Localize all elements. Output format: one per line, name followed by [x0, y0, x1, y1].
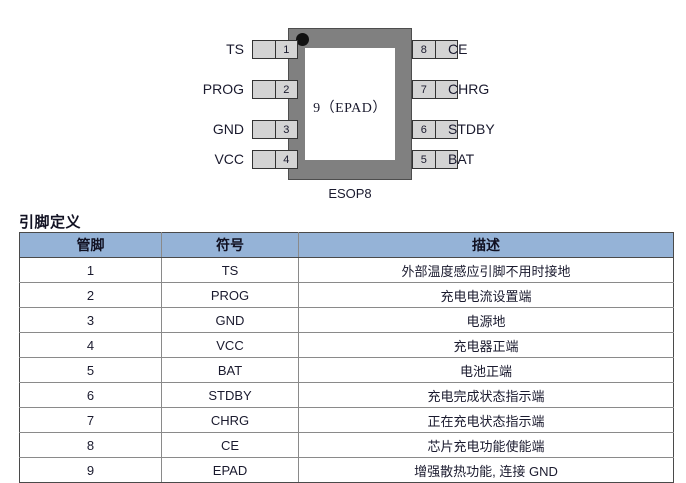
pin-4-number: 4: [274, 151, 297, 168]
column-header-symbol: 符号: [161, 232, 299, 258]
pin-5-number: 5: [413, 151, 436, 168]
cell-pin: 5: [19, 357, 162, 383]
cell-description: 充电完成状态指示端: [298, 382, 674, 408]
cell-pin: 2: [19, 282, 162, 308]
cell-symbol: TS: [161, 257, 299, 283]
table-header-row: 管脚 符号 描述: [19, 232, 674, 258]
pin-1: 1: [252, 40, 298, 59]
pin-2-number: 2: [274, 81, 297, 98]
pin-label-ts: TS: [226, 41, 244, 57]
cell-description: 电源地: [298, 307, 674, 333]
cell-pin: 1: [19, 257, 162, 283]
cell-symbol: EPAD: [161, 457, 299, 483]
pin-2-lead: [253, 81, 275, 98]
pin-label-chrg: CHRG: [448, 81, 490, 97]
pin-2: 2: [252, 80, 298, 99]
pin-6-lead: [435, 121, 457, 138]
pin-3-number: 3: [274, 121, 297, 138]
cell-description: 增强散热功能, 连接 GND: [298, 457, 674, 483]
cell-symbol: STDBY: [161, 382, 299, 408]
pin-8-lead: [435, 41, 457, 58]
pin-4-lead: [253, 151, 275, 168]
cell-description: 外部温度感应引脚不用时接地: [298, 257, 674, 283]
pin-3-lead: [253, 121, 275, 138]
section-heading: 引脚定义: [19, 214, 82, 231]
cell-symbol: PROG: [161, 282, 299, 308]
cell-pin: 9: [19, 457, 162, 483]
epad-label: 9（EPAD）: [313, 101, 387, 116]
cell-description: 充电电流设置端: [298, 282, 674, 308]
pin-label-bat: BAT: [448, 151, 475, 167]
pin-5-lead: [435, 151, 457, 168]
cell-pin: 8: [19, 432, 162, 458]
package-diagram: 9（EPAD） TS PROG GND VCC 1 2 3 4 8 7 6 5 …: [0, 0, 686, 210]
cell-pin: 4: [19, 332, 162, 358]
pin-1-lead: [253, 41, 275, 58]
package-name-label: ESOP8: [328, 186, 372, 201]
pin-1-number: 1: [274, 41, 297, 58]
exposed-pad-area: [305, 48, 395, 160]
pin-label-vcc: VCC: [214, 151, 244, 167]
column-header-pin: 管脚: [19, 232, 162, 258]
cell-symbol: CE: [161, 432, 299, 458]
pin-8-number: 8: [413, 41, 436, 58]
pin-label-stdby: STDBY: [448, 121, 495, 137]
cell-symbol: BAT: [161, 357, 299, 383]
cell-description: 电池正端: [298, 357, 674, 383]
pin-5: 5: [412, 150, 458, 169]
pin-8: 8: [412, 40, 458, 59]
pin-4: 4: [252, 150, 298, 169]
cell-symbol: VCC: [161, 332, 299, 358]
pin-7: 7: [412, 80, 458, 99]
pin-6-number: 6: [413, 121, 436, 138]
pin-6: 6: [412, 120, 458, 139]
pin1-dot-icon: [296, 33, 309, 46]
cell-description: 充电器正端: [298, 332, 674, 358]
cell-description: 芯片充电功能使能端: [298, 432, 674, 458]
pin-7-lead: [435, 81, 457, 98]
cell-description: 正在充电状态指示端: [298, 407, 674, 433]
cell-symbol: CHRG: [161, 407, 299, 433]
pin-label-ce: CE: [448, 41, 468, 57]
pin-label-gnd: GND: [212, 121, 244, 137]
cell-symbol: GND: [161, 307, 299, 333]
column-header-description: 描述: [298, 232, 674, 258]
pin-7-number: 7: [413, 81, 436, 98]
cell-pin: 6: [19, 382, 162, 408]
pin-label-prog: PROG: [202, 81, 244, 97]
cell-pin: 3: [19, 307, 162, 333]
cell-pin: 7: [19, 407, 162, 433]
pin-3: 3: [252, 120, 298, 139]
